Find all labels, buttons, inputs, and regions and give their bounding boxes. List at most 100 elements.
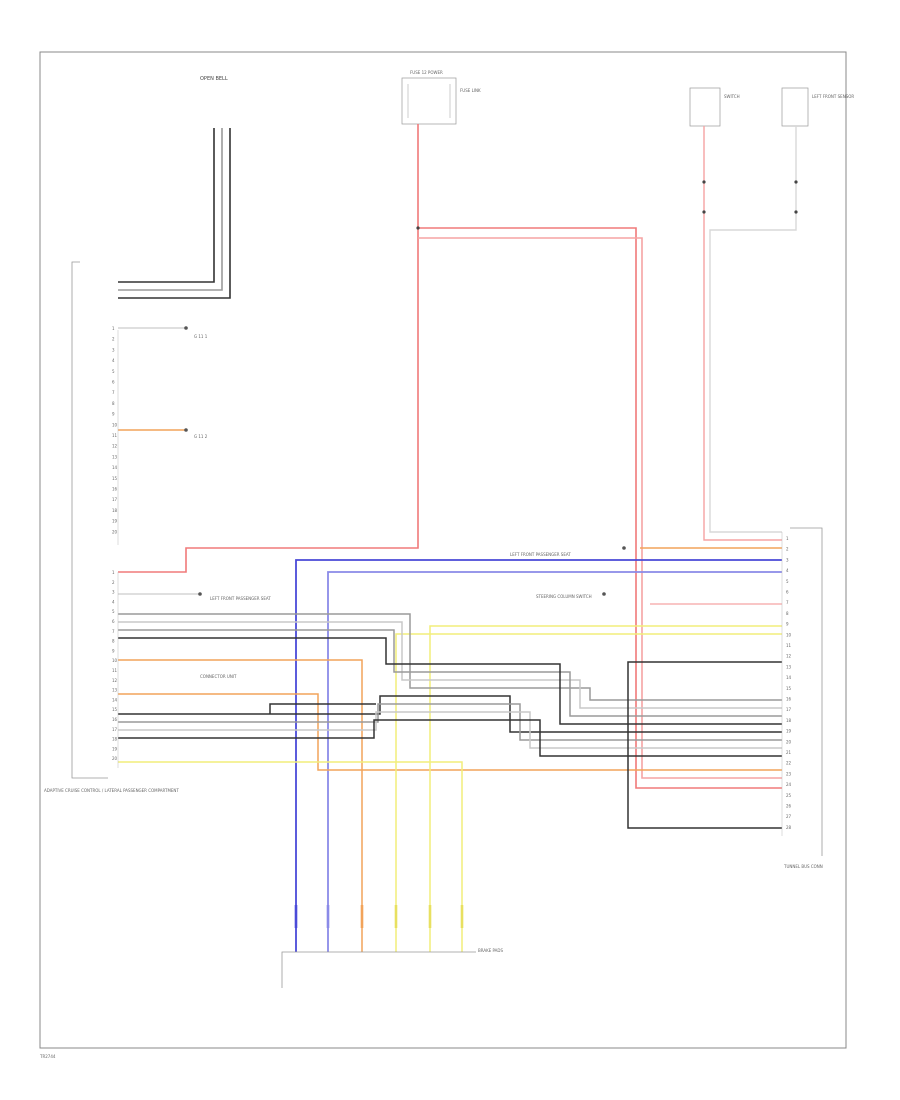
wire-black-ground-right: [627, 661, 782, 829]
left-module-bracket: [71, 261, 108, 779]
right-pin-12: 12: [786, 654, 792, 659]
right-pin-23: 23: [786, 771, 792, 776]
center-callout-1: LEFT FRONT PASSENGER SEAT: [510, 552, 571, 557]
right-pin-13: 13: [786, 664, 792, 669]
left-pin-2: 2: [112, 337, 115, 342]
diagram-frame: [39, 51, 847, 1049]
right-pin-7: 7: [786, 600, 789, 605]
right-box2-label: LEFT FRONT SENSOR: [812, 94, 854, 99]
right-module-bracket: [790, 527, 823, 856]
right-module-label: TUNNEL BUS CONN: [783, 864, 823, 869]
right-switch-box: [689, 87, 721, 127]
right-box1-label: SWITCH: [724, 94, 740, 99]
right-pin-25: 25: [786, 793, 792, 798]
left-pin-7: 7: [112, 390, 115, 395]
right-pin-17: 17: [786, 707, 792, 712]
left-lower-pin-19: 19: [112, 746, 118, 751]
wire-gray-bundle: [118, 613, 782, 757]
right-pin-26: 26: [786, 804, 792, 809]
right-pin-21: 21: [786, 750, 792, 755]
right-pin-1: 1: [786, 536, 789, 541]
left-callout-1: LEFT FRONT PASSENGER SEAT: [210, 596, 271, 601]
left-pin-18: 18: [112, 508, 118, 513]
left-pin-12: 12: [112, 444, 118, 449]
left-pin-3: 3: [112, 347, 115, 352]
left-pin-17: 17: [112, 497, 118, 502]
left-lower-pin-1: 1: [112, 570, 115, 575]
left-pin-20: 20: [112, 529, 118, 534]
wire-orange: [118, 429, 782, 952]
right-pin-27: 27: [786, 814, 792, 819]
right-pin-14: 14: [786, 675, 792, 680]
left-callouts: G 11 1 G 11 2 LEFT FRONT PASSENGER SEAT …: [118, 326, 271, 679]
right-pin-8: 8: [786, 611, 789, 616]
left-module-label: ADAPTIVE CRUISE CONTROL / LATERAL PASSEN…: [44, 788, 179, 793]
right-callout-1: STEERING COLUMN SWITCH: [536, 594, 592, 599]
wire-blue: [295, 559, 782, 952]
left-pin-16: 16: [112, 487, 118, 492]
wire-red-main: [118, 124, 782, 789]
center-callout-dot: [622, 546, 626, 550]
right-pin-5: 5: [786, 579, 789, 584]
left-pin-5: 5: [112, 369, 115, 374]
right-pin-22: 22: [786, 761, 792, 766]
right-pin-6: 6: [786, 590, 789, 595]
left-lower-pin-18: 18: [112, 737, 118, 742]
left-pin-10: 10: [112, 422, 118, 427]
wire-yellow: [118, 625, 782, 952]
left-lower-pin-17: 17: [112, 727, 118, 732]
left-pin-19: 19: [112, 519, 118, 524]
left-pin-6: 6: [112, 380, 115, 385]
left-pin-13: 13: [112, 454, 118, 459]
top-fuse-label: FUSE 12 POWER: [410, 70, 443, 75]
left-lower-pin-11: 11: [112, 668, 118, 673]
splice-dots: [416, 180, 798, 230]
top-center-label: OPEN BELL: [200, 76, 228, 82]
left-pin-14: 14: [112, 465, 118, 470]
left-lower-pin-16: 16: [112, 717, 118, 722]
left-pin-9: 9: [112, 412, 115, 417]
left-lower-pin-10: 10: [112, 658, 118, 663]
left-lower-pin-4: 4: [112, 599, 115, 604]
left-lower-pin-7: 7: [112, 629, 115, 634]
right-pin-10: 10: [786, 632, 792, 637]
footer-code: TR2744: [39, 1054, 56, 1059]
right-pin-4: 4: [786, 568, 789, 573]
left-pin-15: 15: [112, 476, 118, 481]
right-pin-20: 20: [786, 739, 792, 744]
center-callout-2: CONNECTOR UNIT: [200, 674, 237, 679]
left-lower-pin-14: 14: [112, 697, 118, 702]
left-lower-pin-12: 12: [112, 678, 118, 683]
top-fuse-box: [401, 77, 457, 125]
right-pin-16: 16: [786, 697, 792, 702]
right-pin-19: 19: [786, 729, 792, 734]
left-lower-pin-2: 2: [112, 580, 115, 585]
top-fuse-note: FUSE LINK: [460, 88, 481, 93]
wire-right-top: [703, 126, 797, 541]
left-pin-1: 1: [112, 326, 115, 331]
left-lower-pin-3: 3: [112, 590, 115, 595]
right-sensor-box: [781, 87, 809, 127]
left-lower-pin-9: 9: [112, 648, 115, 653]
left-lower-pin-15: 15: [112, 707, 118, 712]
left-lower-pin-20: 20: [112, 756, 118, 761]
left-lower-pin-8: 8: [112, 639, 115, 644]
right-pin-28: 28: [786, 825, 792, 830]
right-pin-3: 3: [786, 557, 789, 562]
right-pin-24: 24: [786, 782, 792, 787]
right-pin-9: 9: [786, 622, 789, 627]
right-pin-2: 2: [786, 547, 789, 552]
left-pin-11: 11: [112, 433, 118, 438]
left-lower-pin-5: 5: [112, 609, 115, 614]
left-pin-8: 8: [112, 401, 115, 406]
left-ground-2: G 11 2: [194, 434, 208, 439]
right-pin-11: 11: [786, 643, 792, 648]
bottom-connector: BRAKE PADS: [281, 905, 503, 988]
left-pin-4: 4: [112, 358, 115, 363]
bottom-connector-label: BRAKE PADS: [478, 948, 503, 953]
right-callout-dot: [602, 592, 606, 596]
right-pin-18: 18: [786, 718, 792, 723]
left-lower-pin-13: 13: [112, 688, 118, 693]
left-lower-pin-6: 6: [112, 619, 115, 624]
